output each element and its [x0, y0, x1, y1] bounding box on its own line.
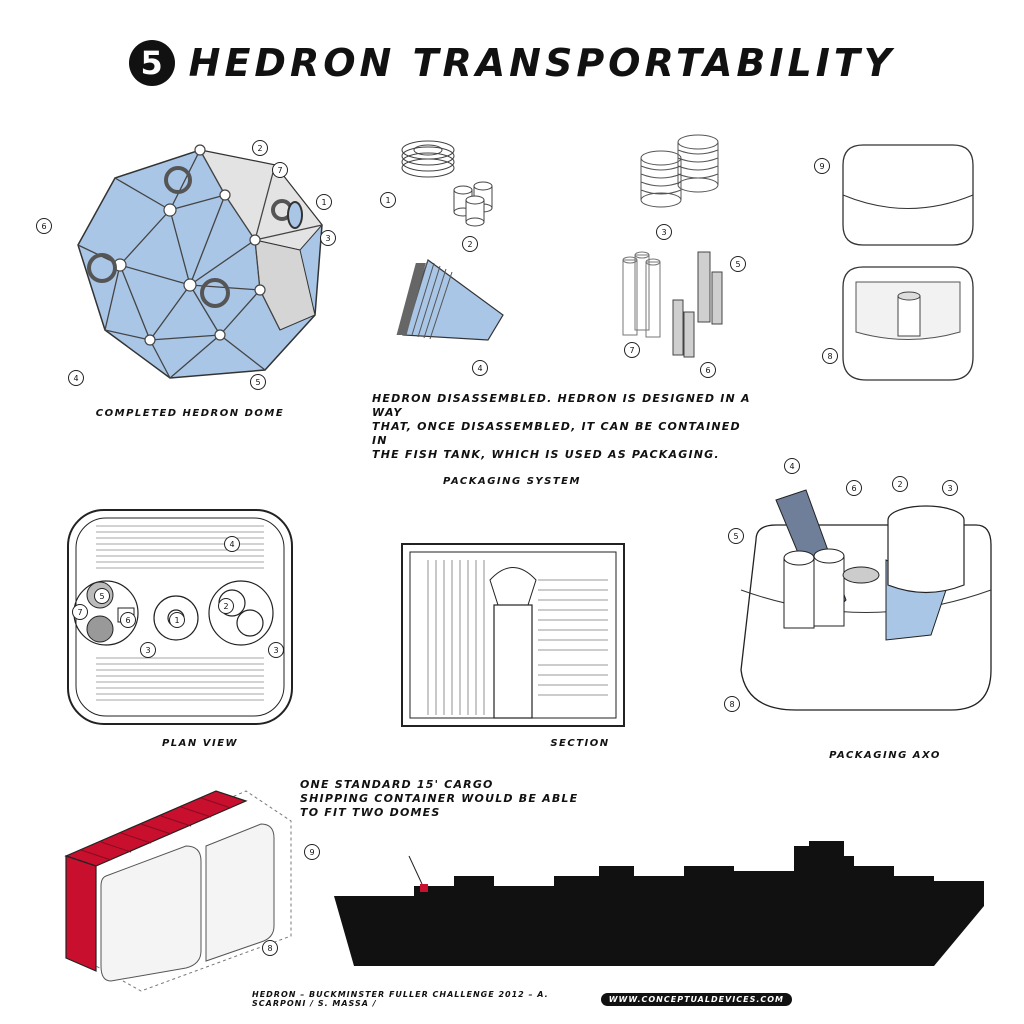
parts-disc-stacks — [453, 181, 493, 227]
plan-label-7: 7 — [72, 604, 88, 620]
caption-disassembled-line-3: the fish tank, which is used as packagin… — [372, 448, 720, 461]
caption-completed-dome: Completed Hedron Dome — [95, 408, 285, 419]
part-label-2: 2 — [462, 236, 478, 252]
footer-credits: Hedron – Buckminster Fuller Challenge 20… — [252, 990, 792, 1008]
caption-disassembled-line-1: Hedron disassembled. Hedron is designed … — [372, 392, 751, 419]
plan-label-2: 2 — [218, 598, 234, 614]
title-number-badge: 5 — [128, 40, 175, 86]
plan-label-3b: 3 — [268, 642, 284, 658]
caption-container-line-2: shipping container would be able — [300, 792, 579, 805]
container-label-8: 8 — [262, 940, 278, 956]
footer-url-link[interactable]: www.conceptualdevices.com — [600, 992, 792, 1006]
axo-label-6: 6 — [846, 480, 862, 496]
fish-tank-lid — [842, 144, 974, 246]
part-label-7: 7 — [624, 342, 640, 358]
caption-plan-view: Plan view — [161, 738, 239, 749]
parts-coils — [640, 134, 719, 208]
axo-label-2: 2 — [892, 476, 908, 492]
caption-section: Section — [550, 738, 610, 749]
dome-label-6: 6 — [36, 218, 52, 234]
title-text: Hedron Transportability — [188, 41, 896, 85]
caption-packaging-axo: Packaging axo — [829, 750, 941, 761]
packaging-axo-drawing — [740, 489, 992, 711]
caption-disassembled: Hedron disassembled. Hedron is designed … — [372, 392, 752, 462]
plan-label-1: 1 — [169, 612, 185, 628]
caption-container-line-1: One standard 15' cargo — [300, 778, 494, 791]
parts-ring-stack — [401, 140, 455, 178]
dome-label-3: 3 — [320, 230, 336, 246]
plan-label-6: 6 — [120, 612, 136, 628]
plan-label-3a: 3 — [140, 642, 156, 658]
hedron-dome-drawing — [77, 144, 323, 379]
part-label-8: 8 — [822, 348, 838, 364]
dome-label-7: 7 — [272, 162, 288, 178]
dome-label-4: 4 — [68, 370, 84, 386]
cargo-ship-silhouette — [334, 841, 984, 966]
container-label-9: 9 — [304, 844, 320, 860]
caption-container: One standard 15' cargo shipping containe… — [300, 778, 580, 820]
axo-label-4: 4 — [784, 458, 800, 474]
part-label-1: 1 — [380, 192, 396, 208]
fish-tank-base — [842, 266, 974, 381]
plan-label-4: 4 — [224, 536, 240, 552]
plan-label-5: 5 — [94, 588, 110, 604]
shipping-container-drawing — [64, 790, 292, 992]
part-label-5: 5 — [730, 256, 746, 272]
caption-packaging-system: Packaging system — [443, 476, 581, 487]
parts-panel-stack — [396, 259, 504, 341]
footer-credits-text: Hedron – Buckminster Fuller Challenge 20… — [252, 990, 549, 1008]
page-title: 5 Hedron Transportability — [0, 28, 1024, 98]
dome-label-1: 1 — [316, 194, 332, 210]
part-label-3: 3 — [656, 224, 672, 240]
axo-label-5: 5 — [728, 528, 744, 544]
section-drawing — [401, 543, 625, 727]
caption-disassembled-line-2: that, once disassembled, it can be conta… — [372, 420, 741, 447]
dome-label-2: 2 — [252, 140, 268, 156]
dome-label-5: 5 — [250, 374, 266, 390]
part-label-6: 6 — [700, 362, 716, 378]
part-label-4: 4 — [472, 360, 488, 376]
parts-tubes-and-columns — [622, 251, 723, 358]
axo-label-3: 3 — [942, 480, 958, 496]
caption-container-line-3: to fit two domes — [300, 806, 441, 819]
axo-label-8: 8 — [724, 696, 740, 712]
part-label-9: 9 — [814, 158, 830, 174]
